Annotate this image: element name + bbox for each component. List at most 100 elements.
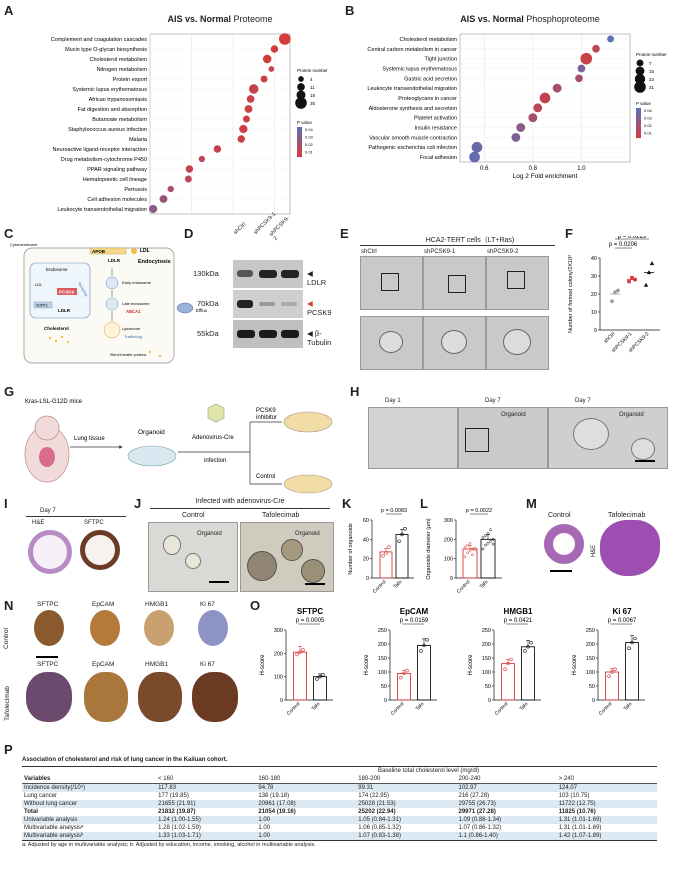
panel-letter-c: C xyxy=(4,226,14,241)
data-point xyxy=(159,195,168,203)
data-point xyxy=(489,539,492,543)
divider xyxy=(150,508,330,509)
band xyxy=(237,300,253,308)
y-tick-label: 200 xyxy=(586,642,595,648)
data-point xyxy=(469,151,480,163)
table-header-cell: 160-180 xyxy=(256,775,357,784)
legend-size-dot xyxy=(295,97,307,109)
colorbar-segment xyxy=(636,135,641,137)
inhibitor-label-2: inhibitor xyxy=(256,415,277,421)
data-point xyxy=(279,33,291,45)
recycling-label: Recycling xyxy=(77,282,88,298)
colorbar-label: 0.02 xyxy=(644,123,653,128)
subchart-title: Ki 67 xyxy=(612,607,632,616)
data-point xyxy=(403,527,407,531)
n-marker-epcam: EpCAM xyxy=(92,601,115,608)
table-cell: Multivariable analysisᵇ xyxy=(22,832,157,841)
data-point xyxy=(185,165,194,173)
y-tick-label: 50 xyxy=(485,684,491,690)
colorbar-segment xyxy=(636,117,641,119)
scale-bar xyxy=(36,656,58,658)
table-cell: 1.09 (0.88-1.34) xyxy=(456,816,557,824)
colorbar-segment xyxy=(297,142,302,144)
x-tick-label: Tafo xyxy=(310,701,321,712)
data-point xyxy=(643,282,649,287)
panel-a-title: AIS vs. Normal Proteome xyxy=(167,14,273,24)
y-tick-label: 250 xyxy=(586,628,595,634)
legend-size-title: Protein number xyxy=(297,68,328,73)
legend-size-dot xyxy=(296,90,306,100)
table-cell: 11722 (12.75) xyxy=(556,800,657,808)
data-point xyxy=(249,84,259,94)
x-tick-label: 0.8 xyxy=(529,166,538,172)
table-cell: 216 (27.28) xyxy=(458,793,490,799)
colorbar-segment xyxy=(636,124,641,127)
colorbar-segment xyxy=(636,121,641,124)
band xyxy=(259,270,277,278)
organoid-label: Organoid xyxy=(501,412,526,418)
data-point xyxy=(484,543,487,547)
group-label-shpcsk9-1: shPCSK9-1 xyxy=(424,249,456,255)
table-cell: 1.31 (1.01-1.69) xyxy=(556,816,657,824)
legend-size-dot xyxy=(636,59,644,67)
colorbar-segment xyxy=(636,129,641,131)
lane-label-1: shCtrl xyxy=(232,221,248,236)
data-point xyxy=(486,532,490,535)
n-marker-epcam-2: EpCAM xyxy=(92,661,115,668)
divider xyxy=(26,516,126,517)
table-cell: Incidence density(/10⁵) xyxy=(22,783,157,792)
data-point xyxy=(419,649,423,653)
n-marker-ki67: Ki 67 xyxy=(200,601,215,608)
ihc-tafo-sftpc xyxy=(26,672,72,722)
colorbar-segment xyxy=(636,123,641,125)
table-header-cell: < 160 xyxy=(156,775,257,784)
x-tick-label: Control xyxy=(598,701,614,717)
colorbar-segment xyxy=(636,118,641,121)
panel-letter-a: A xyxy=(4,3,14,18)
group-label-shctrl: shCtrl xyxy=(361,249,377,255)
infection-label: infection xyxy=(204,458,226,464)
y-tick-label: 0 xyxy=(450,576,453,582)
colorbar-segment xyxy=(297,152,302,155)
mouse-head xyxy=(34,415,60,441)
stain-label-sftpc: SFTPC xyxy=(84,520,104,526)
ldlr-top-label: LDLR xyxy=(108,258,121,263)
colorbar-segment xyxy=(297,149,302,152)
y-tick-label: 40 xyxy=(591,256,597,262)
colorbar-segment xyxy=(297,140,302,143)
apob-box xyxy=(89,247,127,255)
zoom-box xyxy=(381,273,399,291)
colorbar-segment xyxy=(636,130,641,133)
late-endosome xyxy=(105,297,119,311)
lysosome-label: Lysosome xyxy=(122,326,141,331)
data-point xyxy=(610,670,614,674)
y-tick-label: 200 xyxy=(274,651,283,657)
data-point xyxy=(471,547,474,551)
colorbar-segment xyxy=(297,155,302,158)
data-point xyxy=(489,528,492,532)
day-label-1: Day 1 xyxy=(385,398,401,404)
n-marker-hmgb1-2: HMGB1 xyxy=(145,661,169,668)
data-point xyxy=(610,299,614,303)
table-cell: 1.00 xyxy=(256,832,357,841)
cholesterol-dots xyxy=(48,335,162,358)
band xyxy=(281,330,299,338)
p-value: p = 0.0159 xyxy=(400,618,429,624)
x-tick-label: Control xyxy=(456,579,472,595)
data-point xyxy=(268,66,275,72)
scale-bar xyxy=(550,570,572,572)
y-tick-label: 50 xyxy=(381,684,387,690)
data-point xyxy=(402,671,406,676)
colorbar-segment xyxy=(636,114,641,116)
colony-image-shctrl xyxy=(360,256,423,310)
category-label: Pertussis xyxy=(124,187,147,193)
colorbar-label: 0.04 xyxy=(305,127,314,132)
y-tick-label: 100 xyxy=(586,670,595,676)
day-label-3: Day 7 xyxy=(575,398,591,404)
